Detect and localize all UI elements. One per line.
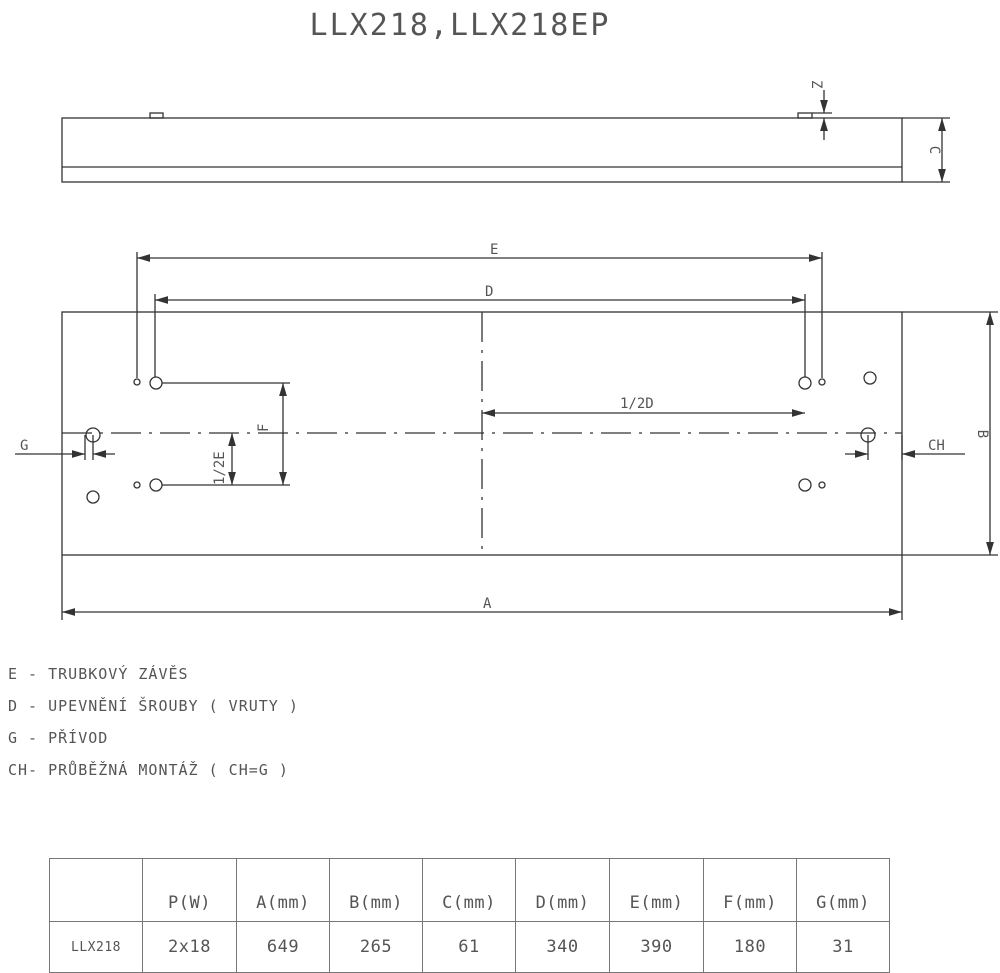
dim-label-half-e: 1/2E [212, 451, 228, 485]
header-cell: G(mm) [796, 858, 890, 922]
legend-item: E - TRUBKOVÝ ZÁVĚS [8, 665, 189, 683]
table-cell: 265 [329, 921, 423, 973]
table-cell: 180 [703, 921, 797, 973]
header-cell: C(mm) [422, 858, 516, 922]
top-view: E D F 1/2E 1/2D G CH B [15, 242, 998, 620]
dim-label-z: Z [808, 80, 824, 88]
side-view: C Z [61, 80, 950, 183]
table-header-row: P(W) A(mm) B(mm) C(mm) D(mm) E(mm) F(mm)… [49, 858, 890, 922]
dim-label-d: D [485, 284, 493, 300]
table-cell: 2x18 [142, 921, 237, 973]
header-cell: B(mm) [329, 858, 423, 922]
header-cell: F(mm) [703, 858, 797, 922]
table-cell: 31 [796, 921, 890, 973]
legend-item: G - PŘÍVOD [8, 729, 109, 747]
dim-label-half-d: 1/2D [620, 396, 654, 412]
table-cell: LLX218 [49, 921, 143, 973]
dim-label-b: B [974, 430, 990, 438]
dim-label-c: C [926, 146, 942, 154]
dim-label-ch: CH [928, 438, 945, 454]
dim-label-f: F [256, 424, 272, 432]
header-cell [49, 858, 143, 922]
table-row: LLX218 2x18 649 265 61 340 390 180 31 [49, 921, 890, 973]
legend-item: CH- PRŮBĚŽNÁ MONTÁŽ ( CH=G ) [8, 761, 289, 779]
legend-item: D - UPEVNĚNÍ ŠROUBY ( VRUTY ) [8, 697, 299, 715]
legend: E - TRUBKOVÝ ZÁVĚS D - UPEVNĚNÍ ŠROUBY (… [8, 658, 299, 786]
dimensions-table: P(W) A(mm) B(mm) C(mm) D(mm) E(mm) F(mm)… [49, 858, 890, 973]
header-cell: E(mm) [609, 858, 704, 922]
header-cell: P(W) [142, 858, 237, 922]
table-cell: 649 [236, 921, 330, 973]
dim-label-g: G [20, 438, 28, 454]
header-cell: D(mm) [515, 858, 610, 922]
dim-label-a: A [483, 596, 492, 612]
table-cell: 390 [609, 921, 704, 973]
table-cell: 340 [515, 921, 610, 973]
dim-label-e: E [490, 242, 498, 258]
header-cell: A(mm) [236, 858, 330, 922]
drawing-title: LLX218,LLX218EP [310, 8, 611, 43]
table-cell: 61 [422, 921, 516, 973]
